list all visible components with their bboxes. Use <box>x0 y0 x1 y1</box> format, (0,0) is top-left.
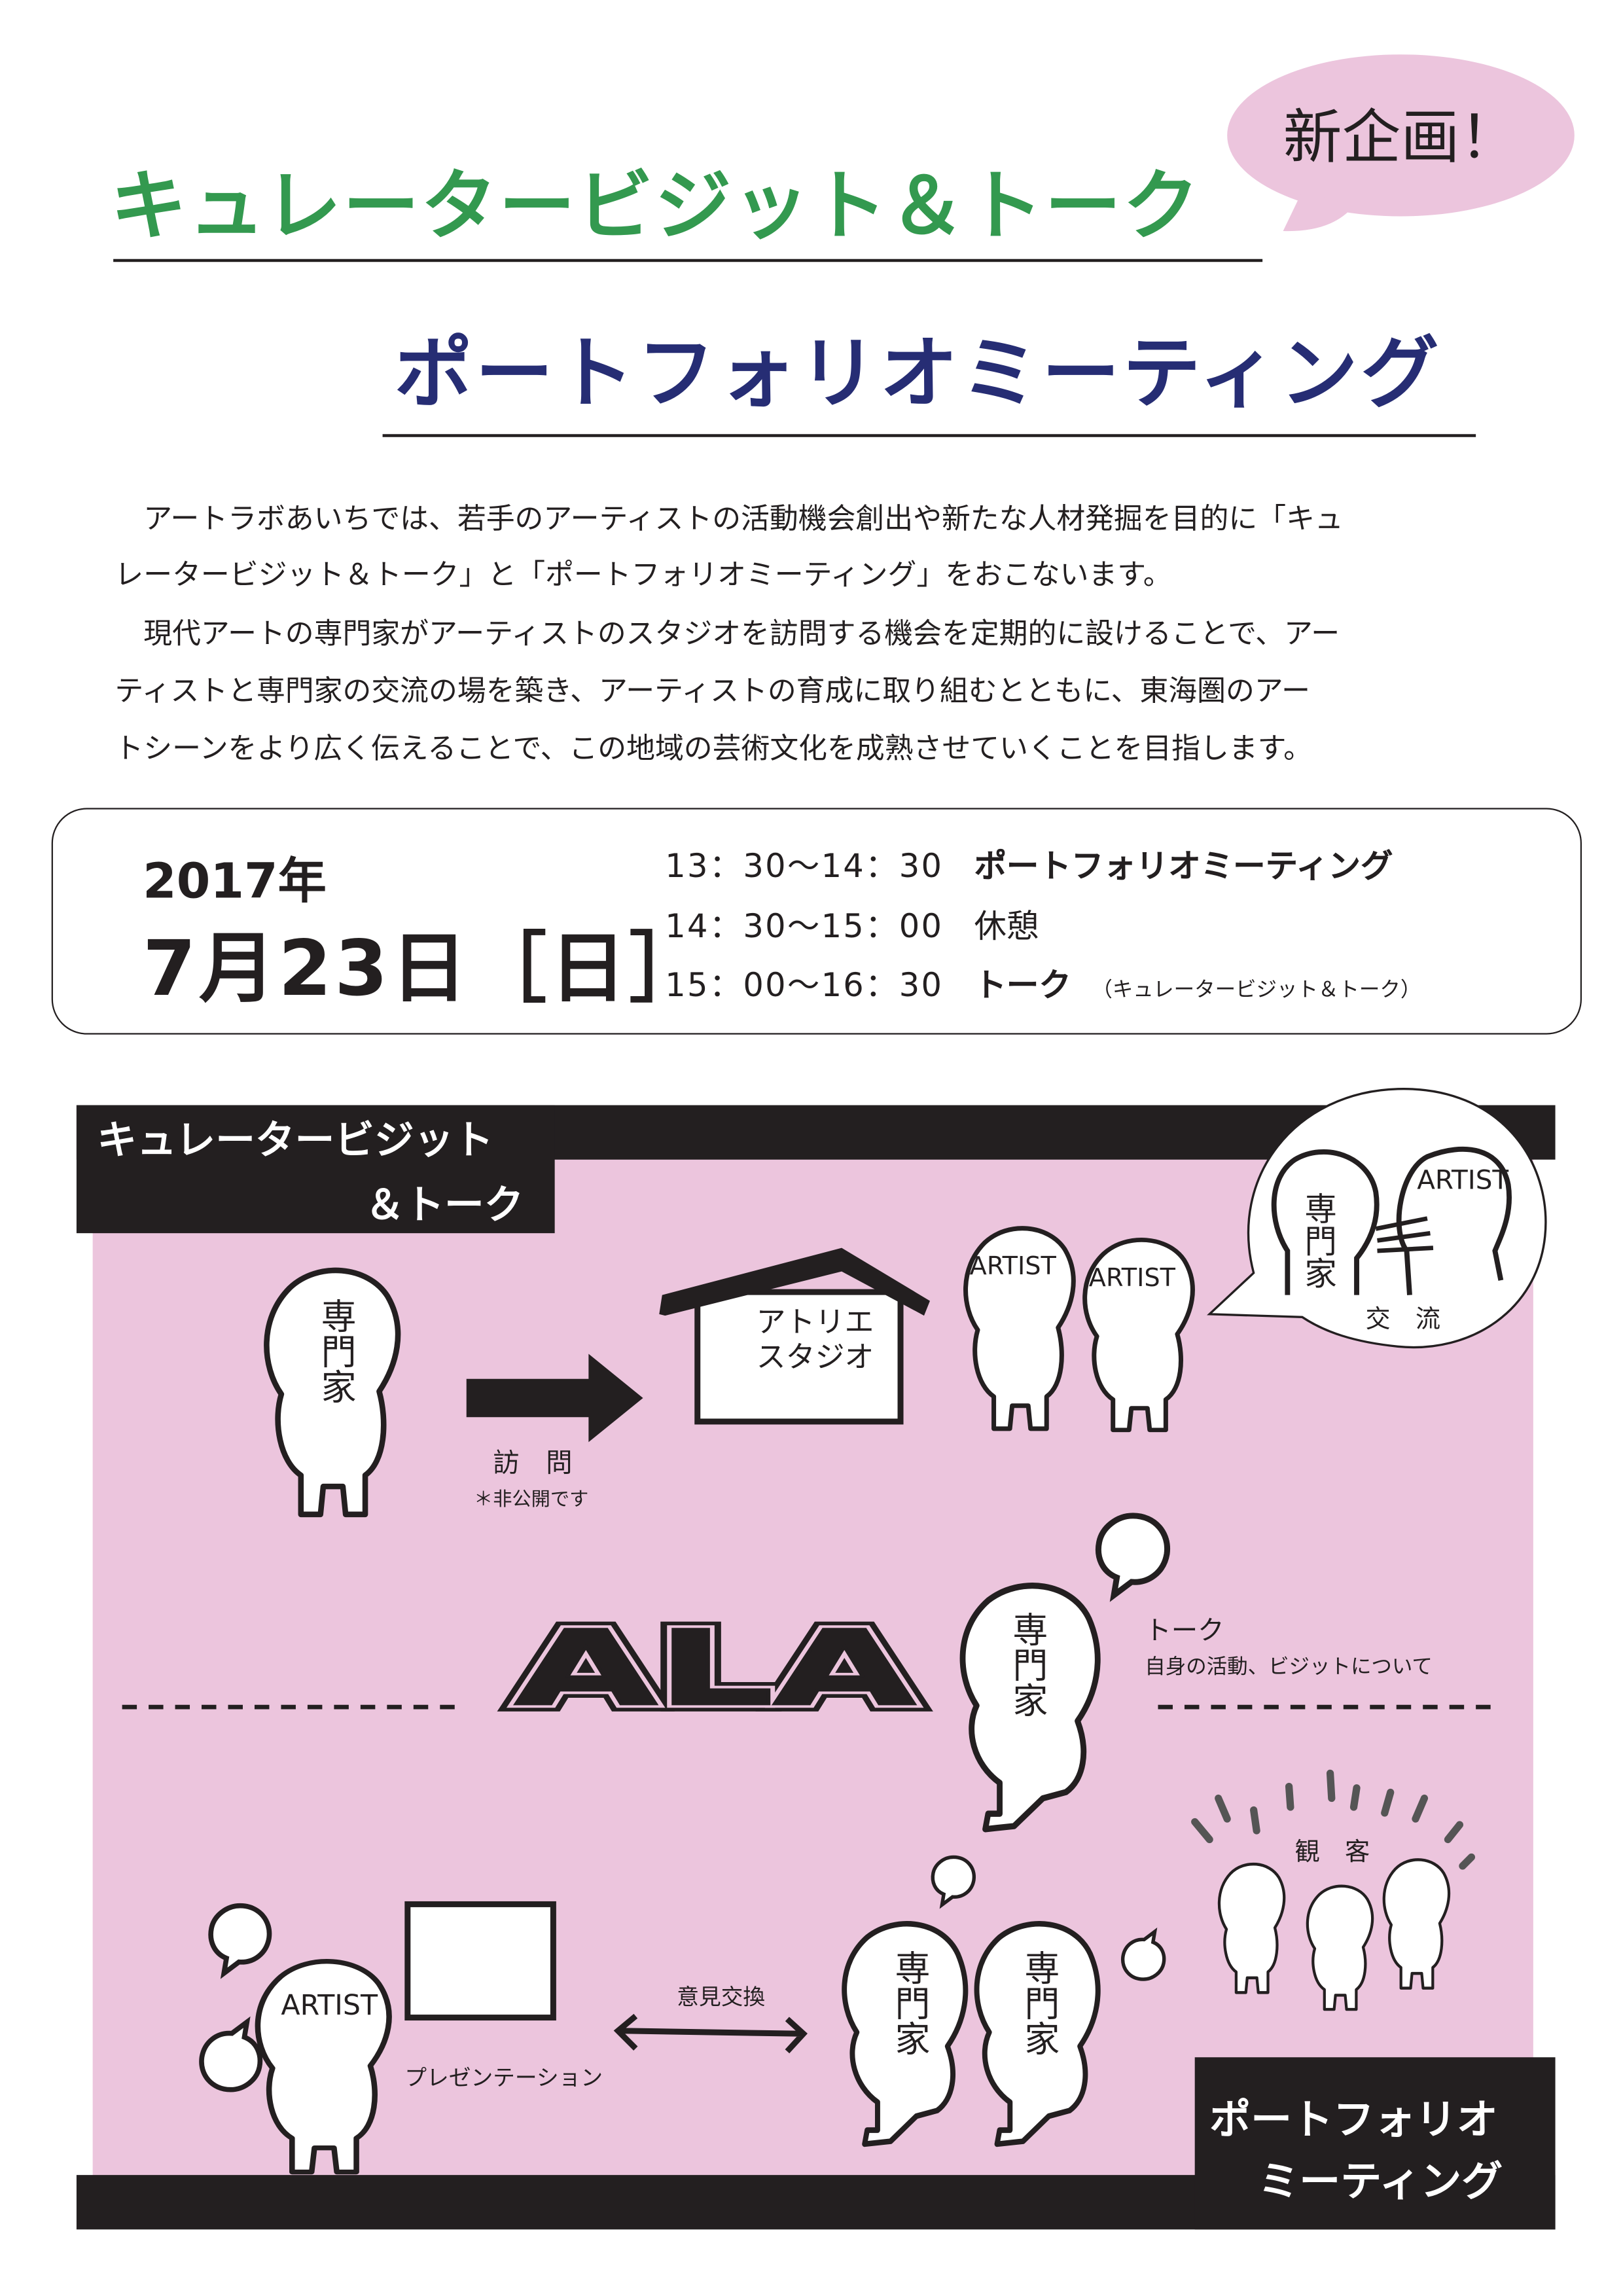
visit-label: 訪 問 <box>493 1446 572 1478</box>
exchange-label: 交 流 <box>1366 1305 1441 1334</box>
opinion-exchange-label: 意見交換 <box>677 1984 765 2009</box>
schedule-item: 休憩 <box>974 901 1039 948</box>
schedule-label: 休憩 <box>974 909 1039 946</box>
portfolio-label-block <box>1194 2057 1556 2230</box>
intro-line: ティストと専門家の交流の場を築き、アーティストの育成に取り組むとともに、東海圏の… <box>115 673 1310 708</box>
ala-logo: ALA ALA ALA <box>508 1602 923 1736</box>
portfolio-label-line2: ミーティング <box>1258 2158 1503 2206</box>
schedule-time: 13：30〜14：30 <box>665 849 944 886</box>
audience-excitement-marks <box>1191 1769 1476 1870</box>
presentation-label: プレゼンテーション <box>404 2065 603 2090</box>
intro-line: アートラボあいちでは、若手のアーティストの活動機会創出や新たな人材発掘を目的に「… <box>115 501 1344 536</box>
ala-logo-text: ALA <box>515 1609 916 1729</box>
portfolio-label-line1: ポートフォリオ <box>1209 2096 1498 2144</box>
schedule-time: 14：30〜15：00 <box>665 909 944 946</box>
schedule-label: トーク <box>974 968 1071 1005</box>
intro-line: トシーンをより広く伝えることで、この地域の芸術文化を成熟させていくことを目指しま… <box>115 731 1313 766</box>
new-project-speech-bubble: 新企画！ <box>1227 54 1575 232</box>
ala-logo-outer: ALA <box>515 1609 916 1729</box>
talk-label: トーク <box>1145 1615 1224 1646</box>
artist-label: ARTIST <box>1089 1264 1176 1293</box>
artwork-canvas <box>404 1901 556 2021</box>
expert-label: 専門家 <box>315 1298 356 1404</box>
intro-line: レータービジット＆トーク」と「ポートフォリオミーティング」をおこないます。 <box>115 558 1172 592</box>
studio-label: スタジオ <box>757 1340 874 1374</box>
visit-talk-label-block <box>76 1105 555 1234</box>
ala-logo-stripe: ALA <box>515 1609 916 1729</box>
schedule-item: トーク （キュレータービジット＆トーク） <box>974 960 1421 1007</box>
audience-label: 観 客 <box>1295 1838 1370 1867</box>
double-arrow-icon <box>613 2013 808 2054</box>
expert-label: 専門家 <box>889 1950 930 2056</box>
schedule-item: ポートフォリオミーティング <box>974 840 1393 888</box>
schedule-label: ポートフォリオミーティング <box>974 849 1393 886</box>
visit-arrow-icon <box>466 1354 643 1443</box>
intro-line: 現代アートの専門家がアーティストのスタジオを訪問する機会を定期的に設けることで、… <box>115 617 1340 651</box>
event-year: 2017年 <box>143 852 327 910</box>
visit-talk-label-line1: キュレータービジット <box>97 1118 493 1164</box>
title-curator-visit-talk: キュレータービジット＆トーク <box>110 163 1201 252</box>
exchange-expert-label: 専門家 <box>1300 1192 1338 1289</box>
atelier-label: アトリエ <box>757 1304 874 1339</box>
expert-label: 専門家 <box>1018 1950 1060 2056</box>
title-portfolio-meeting: ポートフォリオミーティング <box>394 329 1442 420</box>
schedule-time: 15：00〜16：30 <box>665 968 944 1005</box>
studio-house-icon <box>659 1247 930 1425</box>
exchange-artist-label: ARTIST <box>1417 1164 1508 1196</box>
event-date: 7月23日［日］ <box>143 925 709 1014</box>
artist-label: ARTIST <box>970 1252 1057 1281</box>
new-project-badge: 新企画！ <box>1283 104 1519 172</box>
event-date-box <box>51 808 1582 1035</box>
exchange-speech-bubble <box>1207 1088 1547 1349</box>
private-note: ＊非公開です <box>474 1488 588 1510</box>
schedule-note: （キュレータービジット＆トーク） <box>1092 978 1421 1003</box>
talk-expert-label: 専門家 <box>1007 1611 1048 1717</box>
title-underline <box>113 259 1263 262</box>
presenting-artist-label: ARTIST <box>281 1989 378 2022</box>
title2-underline <box>382 434 1476 437</box>
visit-talk-label-line2: ＆トーク <box>365 1183 524 1229</box>
talk-sub-label: 自身の活動、ビジットについて <box>1145 1655 1433 1678</box>
